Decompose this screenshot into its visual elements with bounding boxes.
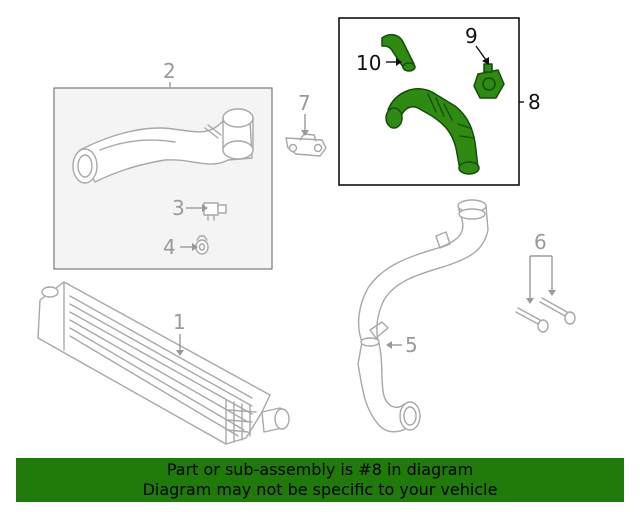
part-2-intake-hose: [72, 108, 254, 184]
part-9-valve: [473, 63, 505, 99]
part-6-leader: [529, 255, 553, 298]
part-9-leader: [475, 45, 487, 61]
part-9-arrowhead: [482, 57, 489, 65]
banner-line-2: Diagram may not be specific to your vehi…: [142, 480, 498, 499]
callout-9: 9: [465, 24, 478, 48]
part-5-arrowhead: [386, 341, 392, 349]
part-6-arrowhead-left: [526, 298, 534, 304]
info-banner: Part or sub-assembly is #8 in diagram Di…: [16, 458, 624, 502]
part-5-charge-pipe: [357, 199, 489, 433]
part-7-bracket: [285, 133, 327, 157]
part-4-arrowhead: [192, 243, 198, 251]
part-8-main-pipe: [385, 88, 480, 175]
callout-8: 8: [528, 90, 541, 114]
part-1-arrowhead: [176, 350, 184, 356]
callout-5: 5: [405, 333, 418, 357]
callout-1: 1: [173, 310, 186, 334]
callout-7: 7: [298, 91, 311, 115]
part-10-arrowhead: [396, 58, 402, 66]
callout-2: 2: [163, 59, 176, 83]
callout-3: 3: [172, 196, 185, 220]
callout-6: 6: [534, 230, 547, 254]
part-6-bolts: [515, 297, 576, 333]
part-4-grommet: [195, 235, 209, 255]
part-7-arrowhead: [301, 130, 309, 136]
part-3-arrowhead: [202, 204, 208, 212]
callout-10: 10: [356, 51, 381, 75]
part-1-intercooler: [37, 281, 290, 445]
callout-4: 4: [163, 235, 176, 259]
part-6-arrowhead-right: [548, 290, 556, 296]
part-10-small-hose: [381, 33, 416, 72]
banner-line-1: Part or sub-assembly is #8 in diagram: [166, 460, 474, 479]
